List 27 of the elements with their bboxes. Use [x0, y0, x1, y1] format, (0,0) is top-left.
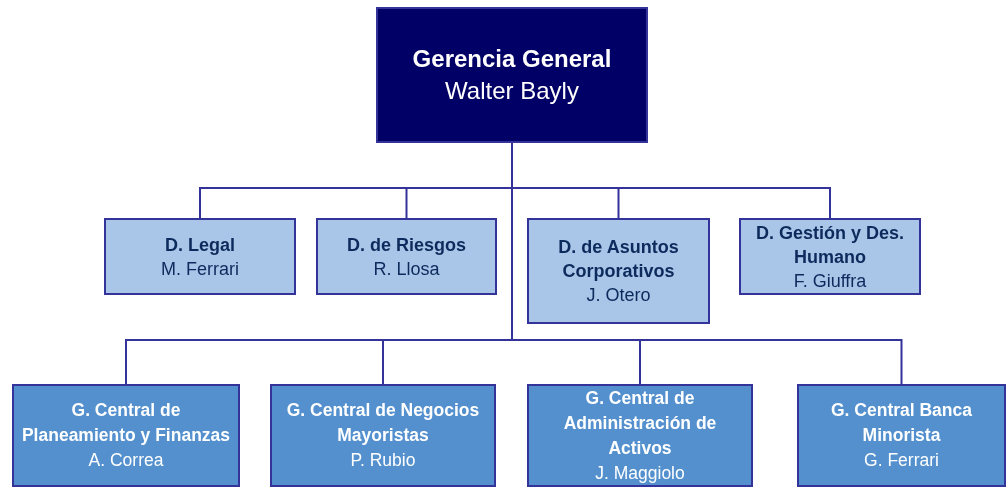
manager-name: G. Ferrari: [864, 449, 939, 472]
unit-title: D. Legal: [165, 233, 235, 257]
manager-name: A. Correa: [88, 449, 164, 472]
manager-name: P. Rubio: [350, 449, 416, 472]
department-box: [739, 218, 921, 295]
unit-title: G. Central de Administración de Activos: [562, 386, 718, 460]
unit-title: Gerencia General: [412, 44, 612, 74]
manager-name: Walter Bayly: [445, 76, 579, 106]
manager-name: J. Maggiolo: [595, 461, 685, 485]
manager-name: F. Giuffra: [793, 269, 867, 293]
executive-box: [376, 7, 648, 143]
department-box: [527, 384, 753, 487]
unit-title: G. Central de Negocios Mayoristas: [285, 399, 481, 447]
unit-title: D. de Asuntos Corporativos: [557, 236, 680, 283]
unit-title: G. Central Banca Minorista: [830, 399, 973, 447]
department-box: [12, 384, 240, 487]
unit-title: D. Gestión y Des. Humano: [754, 221, 905, 269]
department-box: [270, 384, 496, 487]
unit-title: D. de Riesgos: [347, 233, 466, 257]
manager-name: M. Ferrari: [161, 257, 239, 281]
department-box: [527, 218, 710, 324]
manager-name: R. Llosa: [373, 257, 440, 281]
unit-title: G. Central de Planeamiento y Finanzas: [20, 399, 232, 447]
department-box: [797, 384, 1006, 487]
department-box: [104, 218, 296, 295]
department-box: [316, 218, 497, 295]
manager-name: J. Otero: [586, 284, 651, 307]
